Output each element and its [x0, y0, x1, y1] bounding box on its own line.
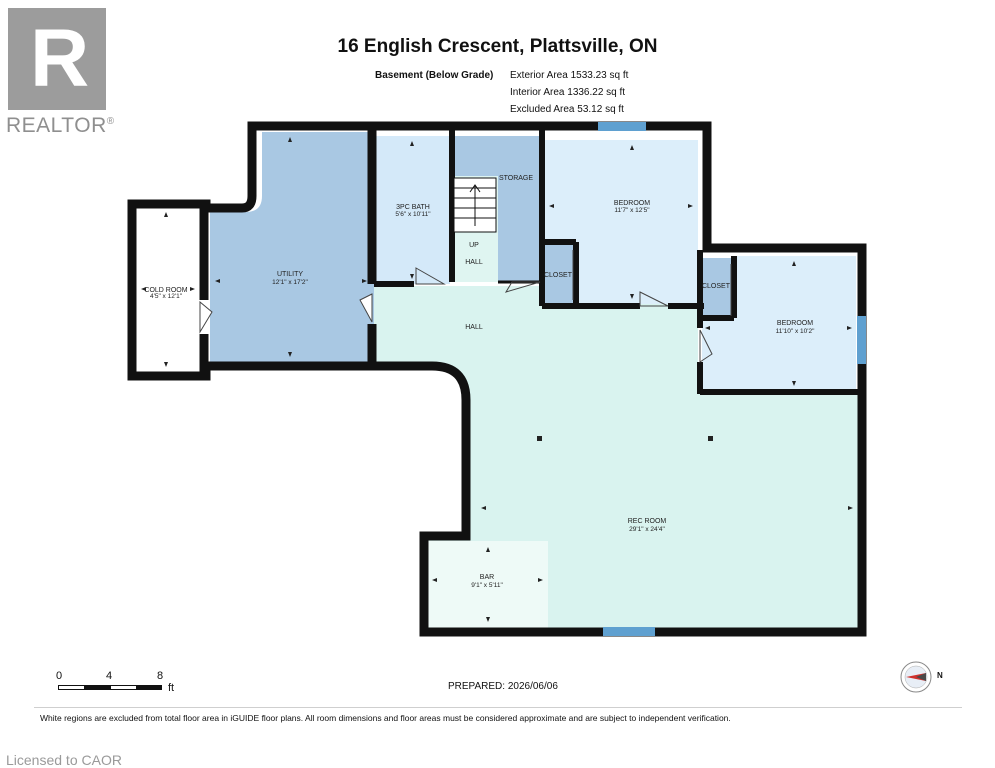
page-title: 16 English Crescent, Plattsville, ON — [337, 36, 658, 57]
label-bath: 3PC BATH — [396, 204, 430, 211]
label-utility: UTILITY — [277, 271, 303, 278]
realtor-logo-mark: R — [8, 8, 106, 110]
bedroom2-fill — [732, 256, 856, 390]
scale-segment-1 — [58, 685, 86, 690]
footer-divider — [34, 707, 962, 708]
label-up: UP — [469, 242, 479, 249]
windows — [598, 122, 866, 636]
label-hall-small: HALL — [465, 259, 483, 266]
dims-utility: 12'1" x 17'2" — [272, 279, 308, 286]
registered-mark: ® — [106, 116, 115, 127]
interior-walls — [374, 130, 860, 395]
label-bedroom1: BEDROOM — [614, 200, 650, 207]
label-closet1: CLOSET — [544, 272, 573, 279]
realtor-logo-text: REALTOR® — [6, 114, 115, 138]
label-cold-room: COLD ROOM — [144, 287, 187, 294]
scale-segment-3 — [110, 685, 138, 690]
dimension-markers — [141, 137, 853, 622]
label-bedroom2: BEDROOM — [777, 320, 813, 327]
label-hall-main: HALL — [465, 324, 483, 331]
stairs — [453, 177, 497, 233]
dims-bath: 5'6" x 10'11" — [395, 211, 431, 218]
window-rec-room — [603, 627, 655, 636]
doors — [199, 250, 732, 363]
excluded-area: Excluded Area 53.12 sq ft — [510, 104, 624, 115]
north-compass: N — [899, 660, 945, 694]
hall-rec-fill — [374, 286, 858, 628]
walls — [127, 121, 867, 637]
label-storage: STORAGE — [499, 175, 533, 182]
scale-tick-0: 0 — [56, 670, 63, 682]
scale-bar: 0 4 8 ft — [56, 670, 186, 700]
dims-bedroom1: 11'7" x 12'5" — [614, 207, 650, 214]
realtor-logo-letter: R — [30, 13, 90, 104]
license-text: Licensed to CAOR — [6, 752, 122, 768]
bar-fill — [428, 541, 548, 628]
window-bedroom2 — [857, 316, 866, 364]
outer-wall — [127, 121, 867, 637]
window-bedroom1 — [598, 122, 646, 131]
dims-cold-room: 4'5" x 12'1" — [150, 293, 183, 300]
dims-bar: 9'1" x 5'11" — [471, 582, 503, 589]
footnote: White regions are excluded from total fl… — [40, 713, 731, 723]
exterior-area: Exterior Area 1533.23 sq ft — [510, 70, 629, 81]
interior-area: Interior Area 1336.22 sq ft — [510, 87, 626, 98]
realtor-logo-wordmark: REALTOR — [6, 114, 107, 137]
utility-fill — [210, 132, 374, 362]
label-rec-room: REC ROOM — [628, 518, 667, 525]
realtor-logo: R REALTOR® — [6, 6, 116, 138]
dims-rec-room: 29'1" x 24'4" — [629, 526, 665, 533]
cold-room-fill — [136, 209, 198, 371]
closet2-fill — [702, 258, 732, 318]
scale-segment-2 — [84, 685, 110, 690]
label-bar: BAR — [480, 574, 494, 581]
scale-tick-8: 8 — [157, 670, 164, 682]
room-labels: COLD ROOM 4'5" x 12'1" UTILITY 12'1" x 1… — [144, 175, 815, 589]
bath-fill — [376, 136, 450, 284]
compass-label: N — [937, 671, 943, 680]
scale-tick-4: 4 — [106, 670, 113, 682]
scale-segment-4 — [136, 685, 162, 690]
prepared-date: PREPARED: 2026/06/06 — [448, 681, 558, 692]
scale-unit: ft — [168, 682, 175, 694]
level-label: Basement (Below Grade) — [375, 70, 494, 81]
compass-icon — [900, 661, 932, 693]
label-closet2: CLOSET — [702, 283, 731, 290]
dims-bedroom2: 11'10" x 10'2" — [776, 328, 815, 335]
